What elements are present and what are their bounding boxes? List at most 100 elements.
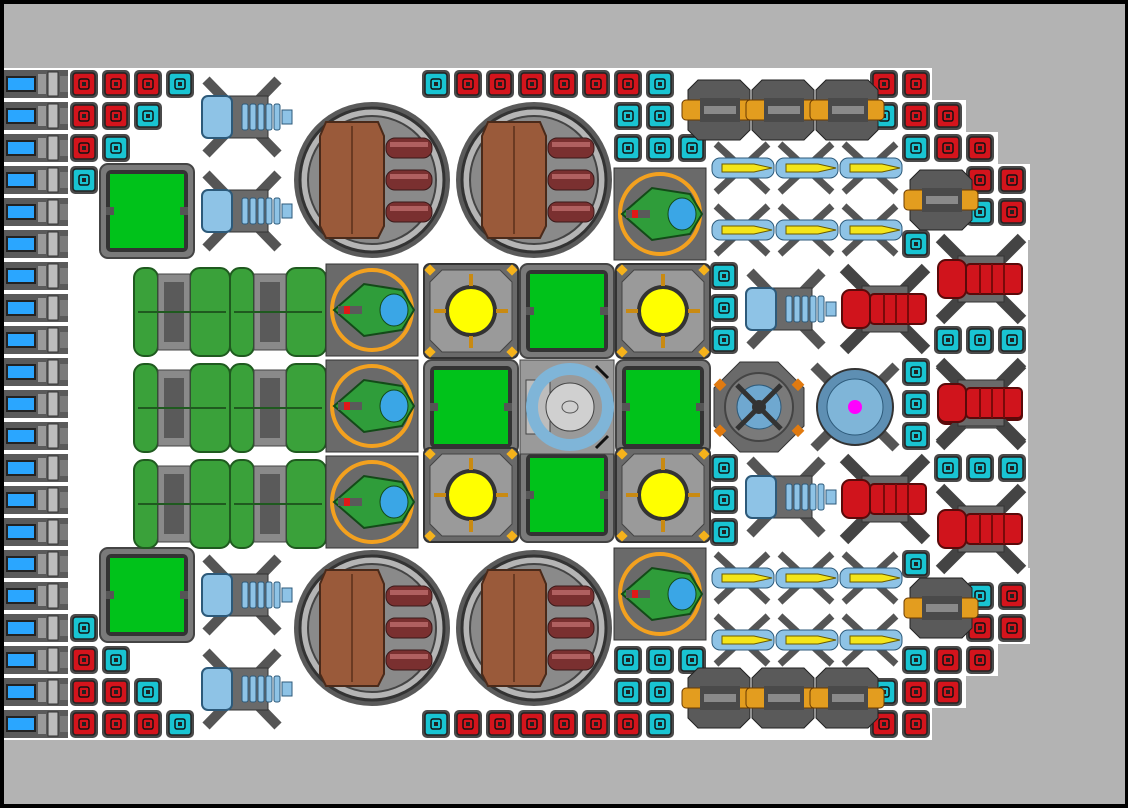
armor-cyan-icon[interactable]	[646, 646, 674, 674]
armor-cyan-icon[interactable]	[710, 518, 738, 546]
armor-red-icon[interactable]	[134, 70, 162, 98]
hydrogen-tank-icon[interactable]	[456, 102, 612, 258]
missile-icon[interactable]	[839, 551, 903, 605]
armor-cyan-icon[interactable]	[614, 134, 642, 162]
plasma-turret-icon[interactable]	[935, 483, 1027, 575]
laser-turret-icon[interactable]	[325, 263, 419, 357]
armor-cyan-icon[interactable]	[678, 134, 706, 162]
crew-quarters-icon[interactable]	[519, 359, 615, 455]
armor-cyan-icon[interactable]	[998, 454, 1026, 482]
missile-icon[interactable]	[711, 551, 775, 605]
armor-red-icon[interactable]	[966, 134, 994, 162]
armor-red-icon[interactable]	[102, 102, 130, 130]
missile-icon[interactable]	[775, 551, 839, 605]
armor-cyan-icon[interactable]	[966, 326, 994, 354]
armor-red-icon[interactable]	[102, 678, 130, 706]
armor-cyan-icon[interactable]	[902, 134, 930, 162]
cargo-hold-icon[interactable]	[615, 359, 711, 455]
missile-icon[interactable]	[711, 203, 775, 257]
armor-red-icon[interactable]	[454, 70, 482, 98]
armor-red-icon[interactable]	[966, 166, 994, 194]
armor-cyan-icon[interactable]	[710, 486, 738, 514]
railgun-icon[interactable]	[809, 79, 885, 141]
armor-red-icon[interactable]	[518, 710, 546, 738]
ion-cannon-icon[interactable]	[201, 76, 293, 158]
ion-cannon-icon[interactable]	[201, 170, 293, 252]
cargo-hold-icon[interactable]	[99, 163, 195, 259]
armor-cyan-icon[interactable]	[934, 326, 962, 354]
reactor-icon[interactable]	[423, 447, 519, 543]
armor-cyan-icon[interactable]	[678, 646, 706, 674]
reactor-icon[interactable]	[423, 263, 519, 359]
armor-cyan-icon[interactable]	[134, 102, 162, 130]
armor-cyan-icon[interactable]	[134, 678, 162, 706]
missile-icon[interactable]	[775, 203, 839, 257]
armor-cyan-icon[interactable]	[166, 70, 194, 98]
armor-cyan-icon[interactable]	[902, 646, 930, 674]
thruster-icon[interactable]	[4, 390, 68, 418]
missile-icon[interactable]	[839, 613, 903, 667]
sensor-array-icon[interactable]	[713, 361, 805, 453]
armor-red-icon[interactable]	[70, 646, 98, 674]
missile-icon[interactable]	[711, 141, 775, 195]
thruster-icon[interactable]	[4, 294, 68, 322]
fuel-tank-icon[interactable]	[133, 363, 327, 453]
armor-red-icon[interactable]	[70, 678, 98, 706]
armor-red-icon[interactable]	[454, 710, 482, 738]
armor-cyan-icon[interactable]	[614, 102, 642, 130]
armor-red-icon[interactable]	[102, 710, 130, 738]
armor-red-icon[interactable]	[934, 134, 962, 162]
armor-cyan-icon[interactable]	[646, 710, 674, 738]
armor-cyan-icon[interactable]	[614, 678, 642, 706]
cargo-hold-icon[interactable]	[519, 263, 615, 359]
armor-cyan-icon[interactable]	[422, 70, 450, 98]
armor-cyan-icon[interactable]	[102, 134, 130, 162]
missile-icon[interactable]	[839, 203, 903, 257]
armor-red-icon[interactable]	[70, 102, 98, 130]
cargo-hold-icon[interactable]	[519, 447, 615, 543]
armor-red-icon[interactable]	[902, 678, 930, 706]
armor-cyan-icon[interactable]	[902, 390, 930, 418]
armor-red-icon[interactable]	[966, 646, 994, 674]
thruster-icon[interactable]	[4, 678, 68, 706]
armor-red-icon[interactable]	[518, 70, 546, 98]
hydrogen-tank-icon[interactable]	[294, 102, 450, 258]
armor-red-icon[interactable]	[582, 70, 610, 98]
thruster-icon[interactable]	[4, 262, 68, 290]
armor-red-icon[interactable]	[870, 70, 898, 98]
laser-turret-icon[interactable]	[325, 455, 419, 549]
ion-cannon-icon[interactable]	[201, 648, 293, 730]
armor-red-icon[interactable]	[614, 710, 642, 738]
armor-cyan-icon[interactable]	[710, 294, 738, 322]
thruster-icon[interactable]	[4, 646, 68, 674]
thruster-icon[interactable]	[4, 518, 68, 546]
reactor-icon[interactable]	[615, 447, 711, 543]
armor-cyan-icon[interactable]	[102, 646, 130, 674]
cargo-hold-icon[interactable]	[423, 359, 519, 455]
railgun-icon[interactable]	[681, 79, 757, 141]
armor-red-icon[interactable]	[934, 102, 962, 130]
laser-turret-icon[interactable]	[613, 547, 707, 641]
armor-cyan-icon[interactable]	[998, 326, 1026, 354]
thruster-icon[interactable]	[4, 70, 68, 98]
thruster-icon[interactable]	[4, 454, 68, 482]
armor-red-icon[interactable]	[934, 678, 962, 706]
armor-cyan-icon[interactable]	[902, 230, 930, 258]
armor-red-icon[interactable]	[582, 710, 610, 738]
armor-red-icon[interactable]	[902, 710, 930, 738]
armor-cyan-icon[interactable]	[710, 262, 738, 290]
ship-layout[interactable]	[4, 4, 1125, 804]
armor-cyan-icon[interactable]	[646, 678, 674, 706]
railgun-icon[interactable]	[745, 79, 821, 141]
missile-icon[interactable]	[775, 141, 839, 195]
cargo-hold-icon[interactable]	[99, 547, 195, 643]
missile-icon[interactable]	[839, 141, 903, 195]
railgun-icon[interactable]	[681, 667, 757, 729]
ion-cannon-icon[interactable]	[745, 268, 837, 350]
armor-cyan-icon[interactable]	[934, 454, 962, 482]
thruster-icon[interactable]	[4, 422, 68, 450]
railgun-icon[interactable]	[745, 667, 821, 729]
armor-cyan-icon[interactable]	[70, 166, 98, 194]
thruster-icon[interactable]	[4, 134, 68, 162]
armor-red-icon[interactable]	[486, 70, 514, 98]
